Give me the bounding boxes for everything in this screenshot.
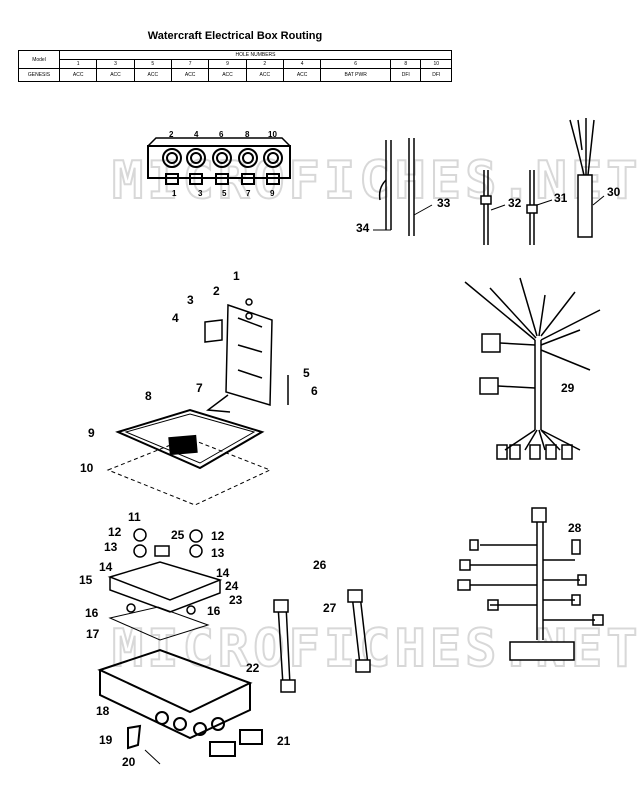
connector-top-label: 4 (194, 130, 199, 139)
callout: 25 (171, 528, 185, 542)
main-harness-28 (457, 507, 604, 661)
connector-bottom-label: 9 (270, 189, 275, 198)
callout: 32 (508, 196, 522, 210)
callout: 7 (196, 381, 203, 395)
callout: 6 (311, 384, 318, 398)
callout: 18 (96, 704, 110, 718)
connector-bottom-label: 5 (222, 189, 227, 198)
mounting-bracket (204, 298, 289, 413)
main-harness-29 (464, 277, 601, 460)
callout: 13 (104, 540, 118, 554)
callout: 20 (122, 755, 136, 769)
wire-leads (373, 118, 605, 245)
callout: 10 (80, 461, 94, 475)
callout: 8 (145, 389, 152, 403)
connector-top-label: 8 (245, 130, 250, 139)
callout: 28 (568, 521, 582, 535)
connector-bottom-label: 7 (246, 189, 251, 198)
callout: 26 (313, 558, 327, 572)
callout: 33 (437, 196, 451, 210)
table-cell: DFI (390, 68, 422, 82)
electrical-box (97, 648, 263, 765)
connector-top-label: 6 (219, 130, 224, 139)
callout: 14 (99, 560, 113, 574)
connector-bottom-label: 1 (172, 189, 177, 198)
table-cell: DFI (420, 68, 452, 82)
callout: 14 (216, 566, 230, 580)
callout: 34 (356, 221, 370, 235)
callout: 12 (211, 529, 225, 543)
callout: 4 (172, 311, 179, 325)
callout: 3 (187, 293, 194, 307)
callout: 21 (277, 734, 291, 748)
table-cell: ACC (96, 68, 135, 82)
callout: 19 (99, 733, 113, 747)
watermark: MICROFICHES.NET (112, 151, 642, 211)
callouts: 1 2 3 4 5 6 7 8 9 10 11 12 12 13 13 14 1… (79, 185, 621, 769)
callout: 15 (79, 573, 93, 587)
box-lid (106, 408, 272, 506)
circuit-board (107, 528, 223, 641)
callout: 12 (108, 525, 122, 539)
diagram-title: Watercraft Electrical Box Routing (147, 30, 323, 42)
connector-labels: 2 4 6 8 10 1 3 5 7 9 (169, 130, 277, 198)
table-cell: ACC (208, 68, 247, 82)
callout: 30 (607, 185, 621, 199)
callout: 11 (128, 510, 141, 524)
callout: 2 (213, 284, 220, 298)
connector-block (147, 137, 291, 185)
table-row: GENESIS ACC ACC ACC ACC ACC ACC ACC BAT … (18, 68, 452, 82)
table-cell: ACC (282, 68, 322, 82)
jumper-harnesses (273, 589, 371, 693)
connector-bottom-label: 3 (198, 189, 203, 198)
callout: 5 (303, 366, 310, 380)
callout: 24 (225, 579, 239, 593)
callout: 1 (233, 269, 240, 283)
callout: 23 (229, 593, 243, 607)
callout: 29 (561, 381, 575, 395)
callout: 27 (323, 601, 337, 615)
hole-numbers-table: Model HOLE NUMBERS 1 3 5 7 9 2 4 6 8 10 … (18, 50, 452, 82)
callout: 9 (88, 426, 95, 440)
callout: 16 (207, 604, 221, 618)
callout: 13 (211, 546, 225, 560)
callout: 16 (85, 606, 99, 620)
callout: 17 (86, 627, 100, 641)
callout: 22 (246, 661, 260, 675)
connector-top-label: 2 (169, 130, 174, 139)
callout: 31 (554, 191, 568, 205)
connector-top-label: 10 (268, 130, 277, 139)
